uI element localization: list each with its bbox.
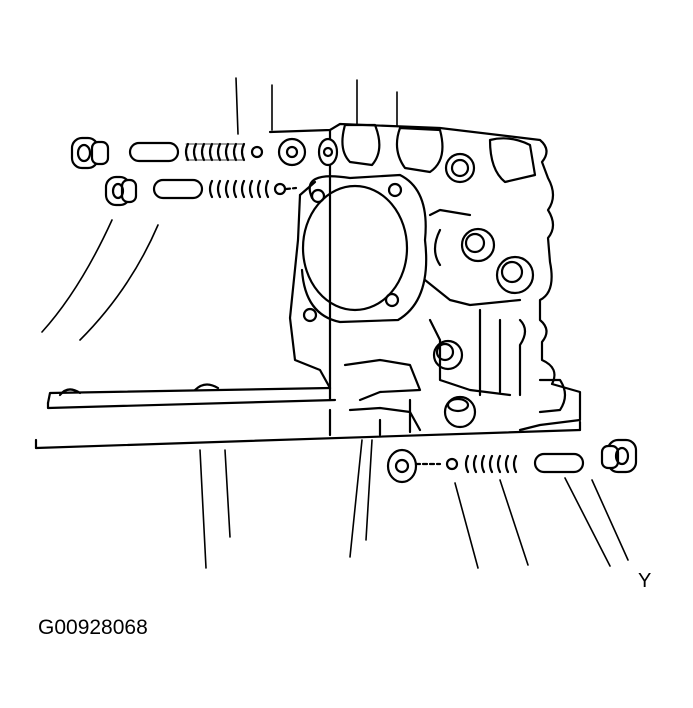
- lower-row-parts: [386, 438, 638, 484]
- ball-1-icon: [250, 145, 264, 159]
- sleeve-2-icon: [317, 137, 339, 167]
- leader-lines-top: [235, 77, 398, 135]
- spring-1-icon: [184, 142, 246, 162]
- ball-3-icon: [445, 457, 459, 471]
- sleeve-3-icon: [386, 448, 418, 484]
- plug-1-icon: [70, 136, 110, 170]
- valve-body-plate: [34, 383, 582, 450]
- valve-3-icon: [533, 452, 585, 474]
- spring-3-icon: [464, 454, 518, 474]
- upper-row-1-parts: [70, 136, 339, 170]
- leader-lines-left: [41, 219, 159, 341]
- valve-2-icon: [152, 178, 204, 200]
- leader-lines-bottom: [199, 439, 629, 569]
- plug-3-icon: [600, 438, 638, 474]
- callout-label-y: Y: [638, 570, 651, 592]
- sleeve-1-icon: [277, 137, 307, 167]
- figure-code: G00928068: [38, 616, 148, 639]
- valve-body: [268, 122, 582, 437]
- spring-2-icon: [208, 179, 270, 199]
- plug-2-icon: [104, 175, 138, 207]
- ball-2-icon: [273, 182, 287, 196]
- valve-1-icon: [128, 141, 180, 163]
- upper-row-2-parts: [104, 175, 298, 207]
